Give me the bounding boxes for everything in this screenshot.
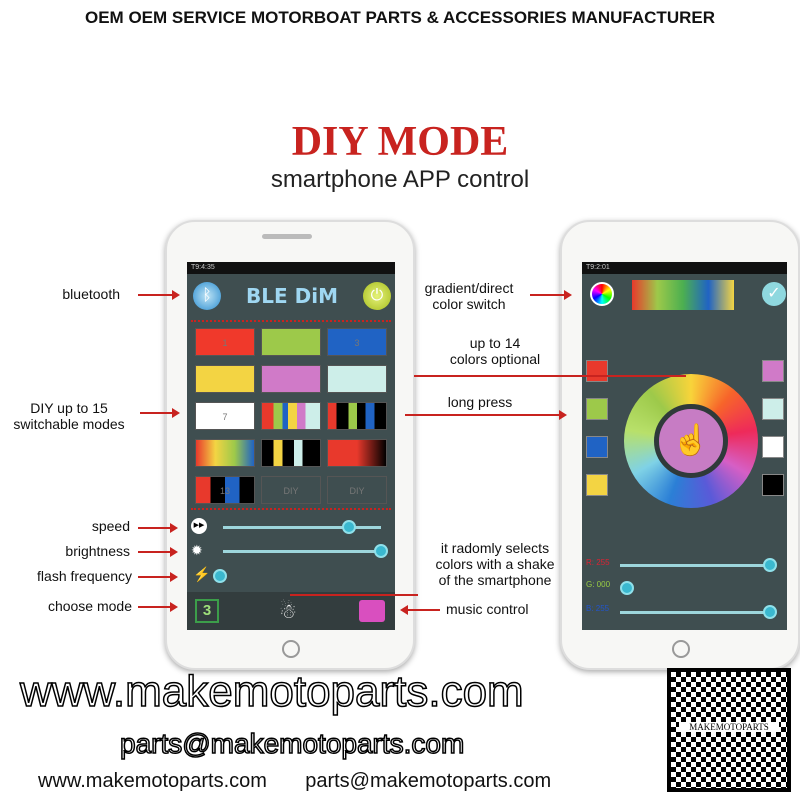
speed-icon: ▶▶ xyxy=(191,518,207,534)
shake-icon[interactable]: ☃ xyxy=(279,601,297,623)
color-wheel-icon[interactable] xyxy=(590,282,614,306)
callout-music: music control xyxy=(446,601,529,617)
arrow xyxy=(138,523,178,533)
arrow xyxy=(405,410,567,420)
callout-speed: speed xyxy=(91,518,130,534)
speed-slider[interactable] xyxy=(223,520,381,534)
color-swatch[interactable] xyxy=(762,474,784,496)
music-control-button[interactable] xyxy=(359,600,385,622)
color-swatch[interactable] xyxy=(762,436,784,458)
qr-code: MAKEMOTOPARTS xyxy=(667,668,791,792)
callout-bluetooth: bluetooth xyxy=(62,286,120,302)
mode-tile[interactable] xyxy=(195,365,255,393)
callout-choose-mode: choose mode xyxy=(47,598,132,614)
status-bar: T9:4:35 xyxy=(187,262,395,274)
callout-brightness: brightness xyxy=(65,543,130,559)
right-phone: T9:2:01 ✓ ☝ R: 255 G: 000 B: 255 xyxy=(560,220,800,670)
confirm-icon[interactable]: ✓ xyxy=(762,282,786,306)
brightness-slider[interactable] xyxy=(223,544,388,558)
mode-tile[interactable] xyxy=(261,328,321,356)
brightness-icon: ✹ xyxy=(191,542,203,558)
b-label: B: 255 xyxy=(586,604,610,613)
mode-tile[interactable] xyxy=(327,365,387,393)
page-title: DIY MODE xyxy=(291,119,509,165)
mode-tile[interactable] xyxy=(261,402,321,430)
watermark-email: parts@makemotoparts.com xyxy=(119,727,465,760)
color-swatch[interactable] xyxy=(586,398,608,420)
qr-caption: MAKEMOTOPARTS xyxy=(679,722,779,732)
mode-tile[interactable]: 7 xyxy=(195,402,255,430)
callout-shake: it radomly selects colors with a shake o… xyxy=(435,540,555,588)
speed-knob[interactable] xyxy=(342,520,357,534)
status-bar: T9:2:01 xyxy=(582,262,787,274)
flash-knob[interactable] xyxy=(213,569,227,583)
callout-diy-modes: DIY up to 15 switchable modes xyxy=(13,400,125,432)
connector-line xyxy=(290,594,418,596)
footer: www.makemotoparts.com parts@makemotopart… xyxy=(38,770,551,793)
selected-color-button[interactable]: ☝ xyxy=(654,404,728,478)
header-text: OEM OEM SERVICE MOTORBOAT PARTS & ACCESS… xyxy=(85,8,715,27)
brightness-knob[interactable] xyxy=(374,544,388,558)
gradient-bar[interactable] xyxy=(632,280,734,310)
right-screen: T9:2:01 ✓ ☝ R: 255 G: 000 B: 255 xyxy=(582,262,787,630)
page-subtitle: smartphone APP control xyxy=(270,166,530,193)
watermark-url: www.makemotoparts.com xyxy=(19,667,524,717)
mode-tile[interactable]: DIY xyxy=(261,476,321,504)
mode-tile[interactable]: 1 xyxy=(195,328,255,356)
callout-flash: flash frequency xyxy=(37,568,132,584)
b-slider[interactable] xyxy=(620,605,777,619)
color-swatch[interactable] xyxy=(586,360,608,382)
g-knob[interactable] xyxy=(620,581,634,595)
arrow xyxy=(140,408,180,418)
footer-url[interactable]: www.makemotoparts.com xyxy=(38,770,267,792)
mode-tile[interactable] xyxy=(327,439,387,467)
home-button[interactable] xyxy=(282,640,300,658)
arrow xyxy=(138,290,180,300)
callout-long-press: long press xyxy=(447,394,513,410)
color-swatch[interactable] xyxy=(586,436,608,458)
mode-tile[interactable]: 3 xyxy=(327,328,387,356)
mode-tile[interactable]: DIY xyxy=(327,476,387,504)
arrow xyxy=(138,547,178,557)
arrow xyxy=(400,605,440,615)
color-swatch[interactable] xyxy=(762,360,784,382)
mode-tile[interactable] xyxy=(261,439,321,467)
r-label: R: 255 xyxy=(586,558,610,567)
choose-mode-button[interactable]: 3 xyxy=(195,599,219,623)
arrow xyxy=(530,290,572,300)
r-slider[interactable] xyxy=(620,558,777,572)
callout-colors: up to 14 colors optional xyxy=(449,335,541,367)
mode-tile[interactable] xyxy=(261,365,321,393)
power-icon[interactable]: ⏻ xyxy=(363,282,391,310)
callout-gradient: gradient/direct color switch xyxy=(424,280,514,312)
bluetooth-icon[interactable]: ᛒ xyxy=(193,282,221,310)
mode-tile[interactable] xyxy=(327,402,387,430)
app-name: BLE DiM xyxy=(246,284,338,308)
arrow xyxy=(138,572,178,582)
flash-icon: ⚡ xyxy=(193,566,211,582)
mode-tile[interactable] xyxy=(195,439,255,467)
color-swatch[interactable] xyxy=(762,398,784,420)
connector-line xyxy=(414,375,686,377)
home-button[interactable] xyxy=(672,640,690,658)
r-knob[interactable] xyxy=(763,558,777,572)
mode-tile[interactable]: 13 xyxy=(195,476,255,504)
g-label: G: 000 xyxy=(586,580,611,589)
arrow xyxy=(138,602,178,612)
footer-email[interactable]: parts@makemotoparts.com xyxy=(305,770,552,792)
speaker-grille xyxy=(262,234,312,239)
b-knob[interactable] xyxy=(763,605,777,619)
color-swatch[interactable] xyxy=(586,474,608,496)
